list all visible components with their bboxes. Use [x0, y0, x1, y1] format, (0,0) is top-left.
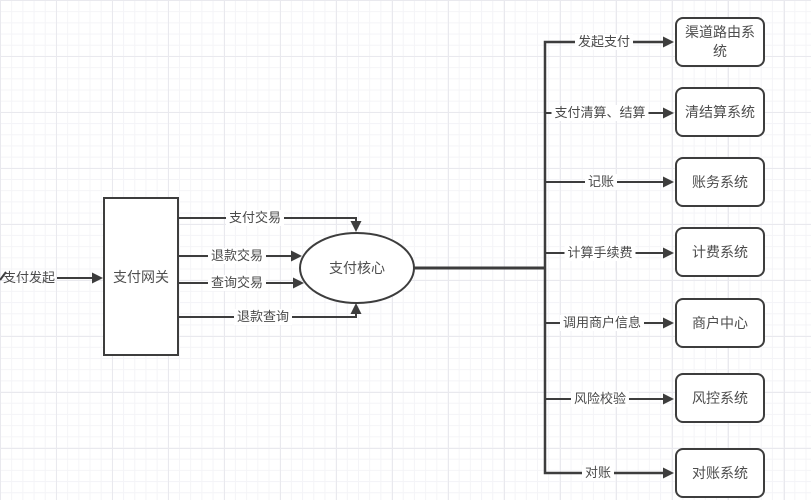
edge-label-payment-clearing-settlement: 支付清算、结算: [551, 105, 649, 121]
edge-label-refund-transaction: 退款交易: [207, 248, 267, 264]
label-payment-initiation: 支付发起: [2, 270, 56, 285]
node-reconciliation-system: 对账系统: [675, 448, 765, 498]
edge-label-risk-check: 风险校验: [570, 391, 630, 407]
node-merchant-center: 商户中心: [675, 298, 765, 348]
edge-label-payment-transaction: 支付交易: [225, 210, 285, 226]
node-risk-control-system: 风控系统: [675, 373, 765, 423]
arrowhead-core-left-upper: [291, 250, 302, 262]
arrowhead-merchant-center: [663, 317, 674, 329]
arrowhead-billing: [663, 247, 674, 259]
node-billing-system: 计费系统: [675, 227, 765, 277]
edge-label-merchant-info: 调用商户信息: [559, 315, 645, 331]
node-channel-routing-system: 渠道路由系统: [675, 17, 765, 67]
arrowhead-core-top: [350, 221, 362, 232]
edge-label-query-transaction: 查询交易: [207, 275, 267, 291]
node-clearing-settlement-system: 清结算系统: [675, 87, 765, 137]
arrowhead-channel-routing: [663, 36, 674, 48]
edge-label-refund-query: 退款查询: [233, 309, 293, 325]
arrowhead-clearing: [663, 107, 674, 119]
arrowhead-into-gateway: [92, 272, 103, 284]
edge-label-reconciliation: 对账: [581, 465, 615, 481]
node-payment-gateway: 支付网关: [103, 197, 179, 356]
node-payment-core-label: 支付核心: [329, 260, 385, 276]
arrowhead-reconciliation: [663, 467, 674, 479]
edge-label-initiate-payment: 发起支付: [574, 34, 634, 50]
edge-label-bookkeeping: 记账: [584, 174, 618, 190]
arrowhead-core-bottom: [350, 303, 362, 314]
arrowhead-risk-control: [663, 393, 674, 405]
node-accounting-system: 账务系统: [675, 157, 765, 207]
edge-label-calculate-fee: 计算手续费: [564, 245, 636, 261]
arrowhead-core-left-lower: [293, 277, 304, 289]
arrowhead-accounting: [663, 176, 674, 188]
clipped-edge-fragment: [0, 271, 7, 281]
arrowheads: [92, 36, 674, 479]
payment-core-ellipse: [299, 232, 415, 304]
